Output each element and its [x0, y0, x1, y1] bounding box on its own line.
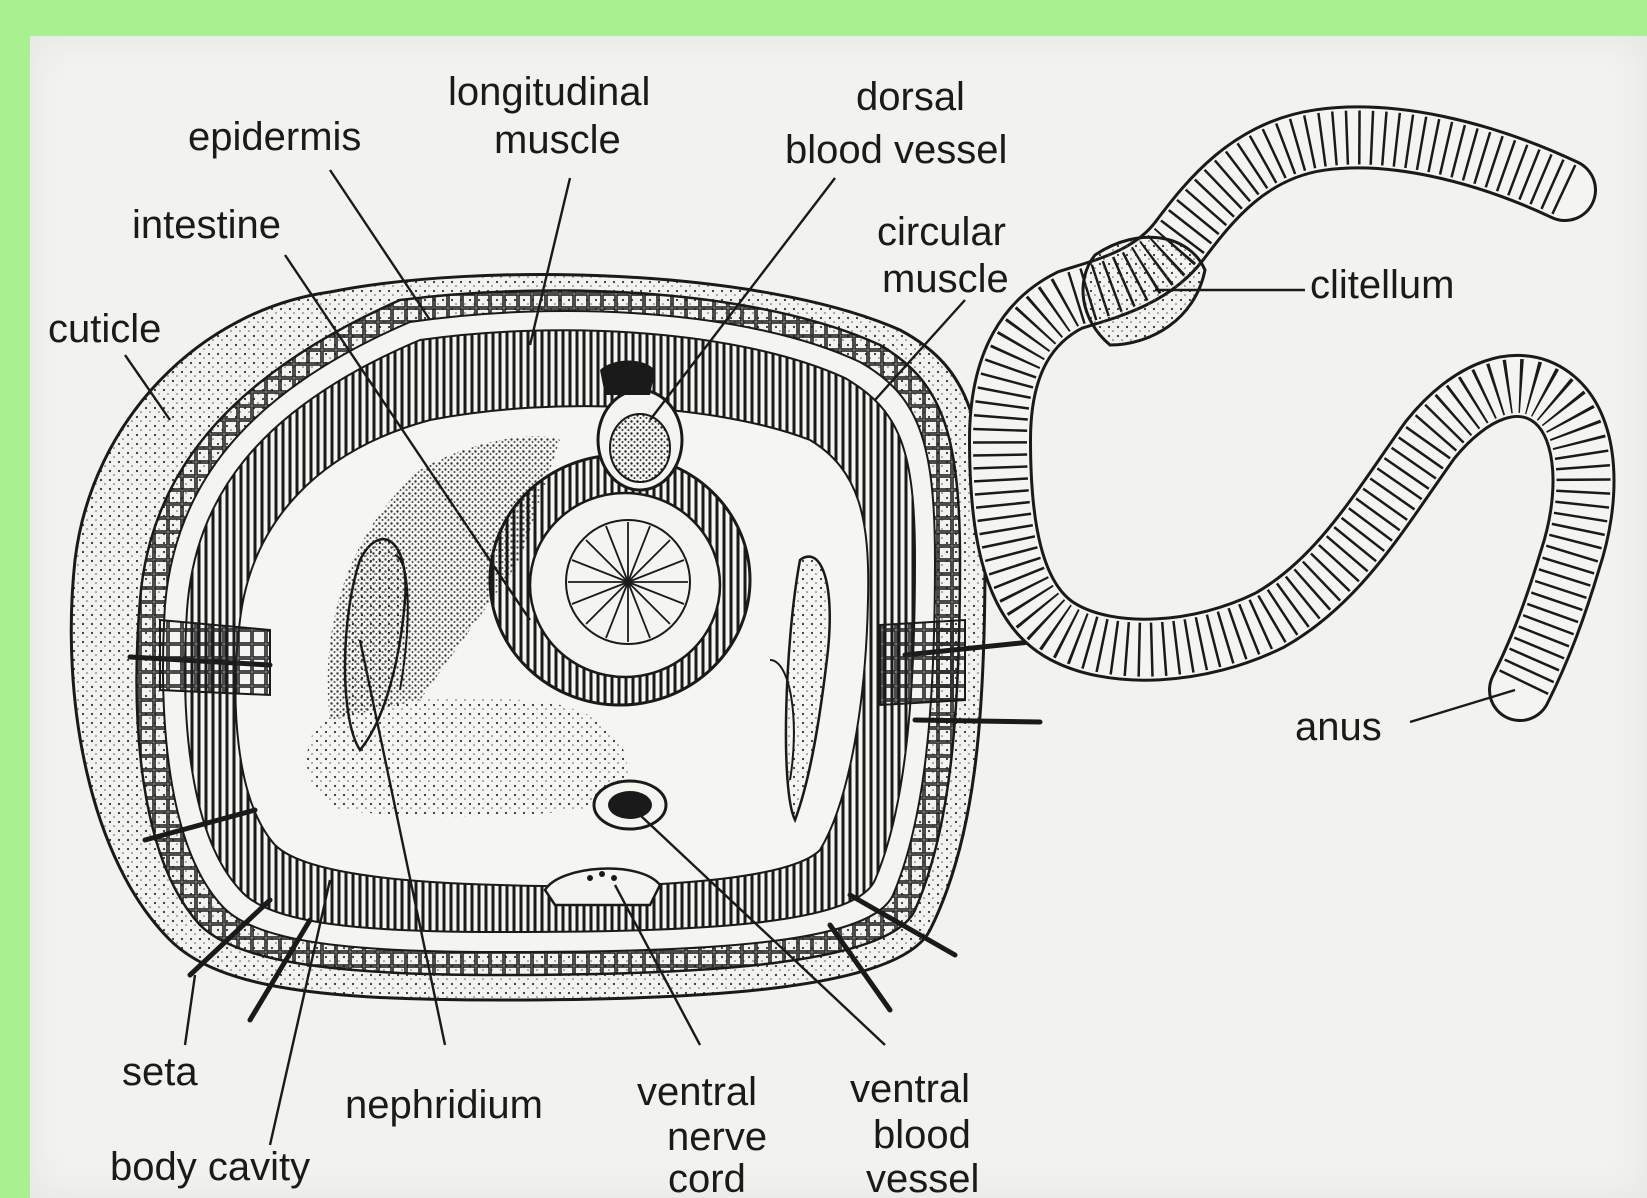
label-dorsal-line1: dorsal — [856, 75, 965, 119]
label-ventral-nerve-line3: cord — [668, 1157, 746, 1198]
label-ventral-blood-line2: blood — [873, 1113, 971, 1157]
label-dorsal-line2: blood vessel — [785, 128, 1007, 172]
label-seta: seta — [122, 1050, 198, 1094]
label-longitudinal-line2: muscle — [494, 118, 621, 162]
cross-section — [71, 274, 1040, 1020]
label-cuticle: cuticle — [48, 307, 161, 351]
label-circular-line2: muscle — [882, 257, 1009, 301]
label-ventral-nerve-line2: nerve — [667, 1115, 767, 1159]
label-nephridium: nephridium — [345, 1083, 543, 1127]
earthworm-body — [1000, 137, 1584, 690]
label-anus: anus — [1295, 705, 1382, 749]
label-ventral-nerve-line1: ventral — [637, 1070, 757, 1114]
label-circular-line1: circular — [877, 210, 1006, 254]
intestine-lumen — [566, 520, 690, 644]
label-ventral-blood-line1: ventral — [850, 1067, 970, 1111]
label-body-cavity: body cavity — [110, 1145, 310, 1189]
label-clitellum: clitellum — [1310, 263, 1454, 307]
label-ventral-blood-line3: vessel — [866, 1157, 979, 1198]
label-epidermis: epidermis — [188, 115, 361, 159]
label-intestine: intestine — [132, 203, 281, 247]
label-longitudinal-line1: longitudinal — [448, 70, 650, 114]
